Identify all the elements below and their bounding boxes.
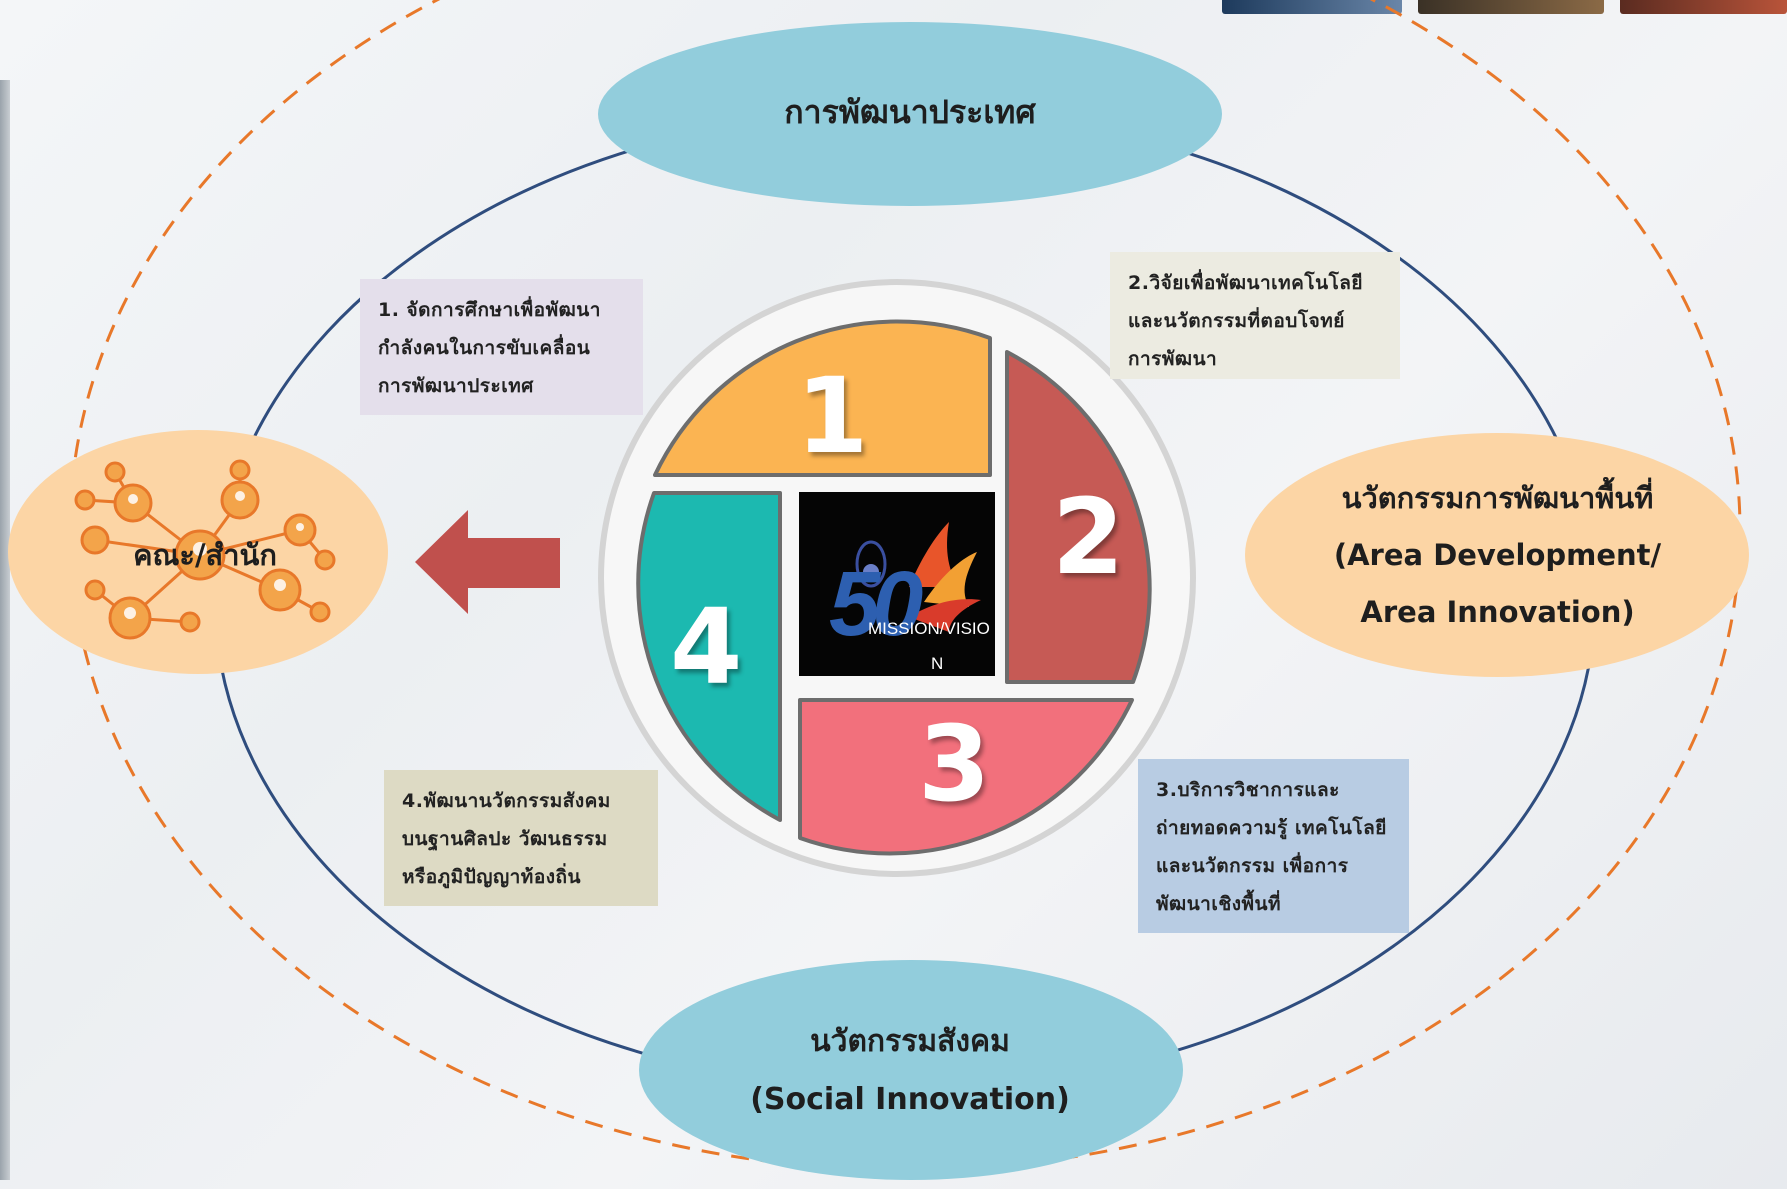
mission-4-line1: 4.พัฒนานวัตกรรมสังคม	[402, 790, 611, 812]
logo-numeral: 50	[829, 553, 923, 655]
bottom-ellipse-line2: (Social Innovation)	[750, 1082, 1070, 1117]
mission-1-line2: กำลังคนในการขับเคลื่อน	[378, 337, 591, 359]
right-ellipse-line1: นวัตกรรมการพัฒนาพื้นที่	[1341, 480, 1654, 515]
bottom-ellipse-label: นวัตกรรมสังคม (Social Innovation)	[700, 1012, 1120, 1130]
right-ellipse-shape	[1245, 433, 1749, 677]
quadrant-2-shape	[1005, 350, 1152, 684]
top-photo-strip-3	[1620, 0, 1787, 14]
left-network-label: คณะ/สำนัก	[100, 530, 310, 580]
quadrant-1-number: 1	[796, 355, 869, 477]
mission-3-line1: 3.บริการวิชาการและ	[1156, 779, 1340, 801]
top-ellipse-label: การพัฒนาประเทศ	[640, 80, 1180, 144]
mission-1-line1: 1. จัดการศึกษาเพื่อพัฒนา	[378, 299, 601, 321]
mission-1-line3: การพัฒนาประเทศ	[378, 375, 534, 397]
quadrant-3-number: 3	[918, 703, 991, 825]
left-network-text: คณะ/สำนัก	[133, 538, 277, 572]
mission-box-3: 3.บริการวิชาการและ ถ่ายทอดความรู้ เทคโนโ…	[1138, 759, 1409, 933]
bottom-ellipse-shape	[639, 960, 1183, 1180]
mission-box-4: 4.พัฒนานวัตกรรมสังคม บนฐานศิลปะ วัฒนธรรม…	[384, 770, 658, 906]
mission-3-line4: พัฒนาเชิงพื้นที่	[1156, 893, 1282, 915]
quadrant-2-number: 2	[1052, 476, 1125, 598]
top-ellipse-text: การพัฒนาประเทศ	[784, 92, 1036, 131]
right-ellipse-line2: (Area Development/	[1333, 537, 1662, 572]
center-logo: 50 MISSION/VISIO N	[799, 492, 995, 676]
mission-4-line2: บนฐานศิลปะ วัฒนธรรม	[402, 828, 608, 850]
quadrant-4-number: 4	[670, 586, 743, 708]
emblem-flame-icon	[855, 522, 981, 632]
right-ellipse-line3: Area Innovation)	[1360, 594, 1635, 629]
top-photo-strip-2	[1418, 0, 1604, 14]
bottom-ellipse-line1: นวัตกรรมสังคม	[810, 1024, 1010, 1059]
right-ellipse-label: นวัตกรรมการพัฒนาพื้นที่ (Area Developmen…	[1265, 470, 1730, 640]
mission-box-2: 2.วิจัยเพื่อพัฒนาเทคโนโลยี และนวัตกรรมที…	[1110, 252, 1400, 379]
left-edge-decor	[0, 80, 10, 1180]
mission-2-line3: การพัฒนา	[1128, 348, 1218, 370]
top-photo-strip-1	[1222, 0, 1402, 14]
left-arrow	[415, 510, 560, 614]
logo-text-line1: MISSION/VISIO	[868, 619, 990, 638]
mission-3-line3: และนวัตกรรม เพื่อการ	[1156, 855, 1349, 877]
mission-2-line1: 2.วิจัยเพื่อพัฒนาเทคโนโลยี	[1128, 272, 1364, 294]
mission-3-line2: ถ่ายทอดความรู้ เทคโนโลยี	[1156, 817, 1387, 839]
quadrant-3-shape	[798, 698, 1134, 856]
mission-4-line3: หรือภูมิปัญญาท้องถิ่น	[402, 866, 582, 888]
mission-box-1: 1. จัดการศึกษาเพื่อพัฒนา กำลังคนในการขับ…	[360, 279, 643, 415]
logo-text-line2: N	[931, 654, 944, 673]
quadrant-4-shape	[636, 491, 782, 822]
top-ellipse-shape	[598, 22, 1222, 206]
quadrant-1-shape	[653, 319, 992, 477]
mission-2-line2: และนวัตกรรมที่ตอบโจทย์	[1128, 310, 1345, 332]
